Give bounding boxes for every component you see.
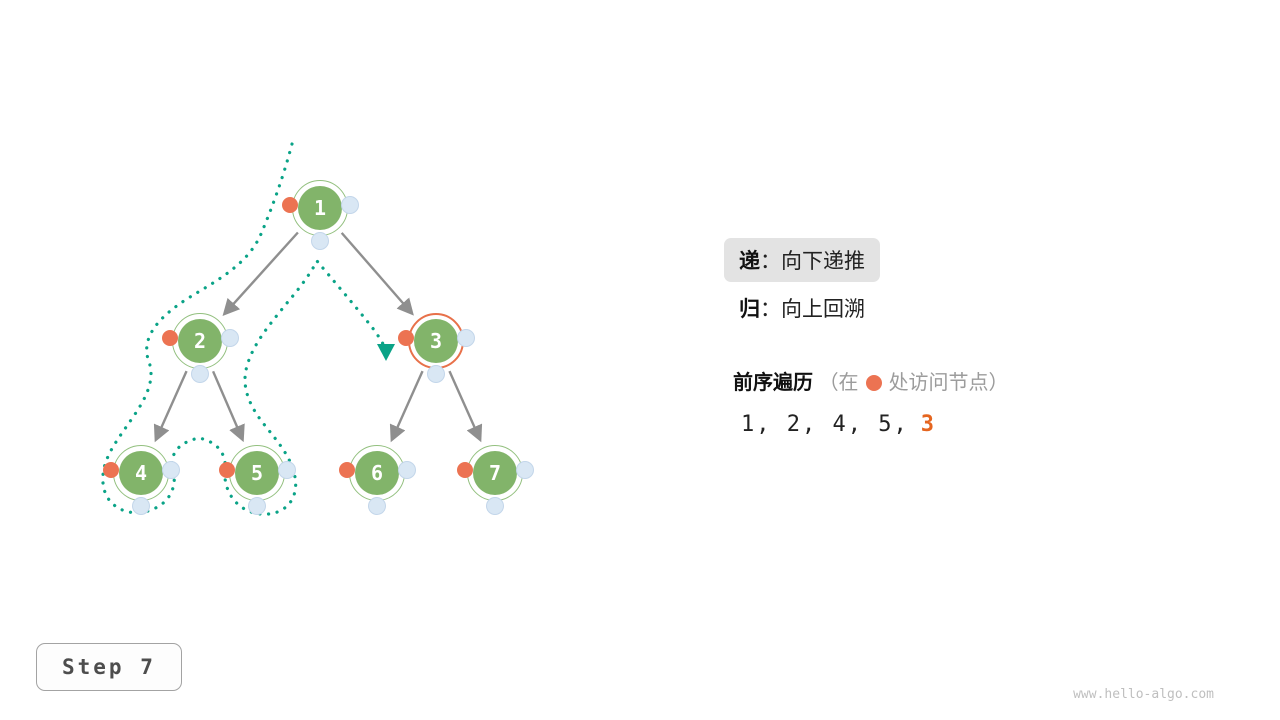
traversal-sequence: 1, 2, 4, 5, 3	[741, 412, 936, 437]
node-label: 4	[119, 451, 163, 495]
preorder-dot-icon	[219, 462, 235, 478]
postorder-dot-icon	[457, 329, 475, 347]
inorder-dot-icon	[427, 365, 445, 383]
current-pointer-icon	[377, 344, 395, 361]
step-badge: Step 7	[36, 643, 182, 691]
traversal-note-open: （在	[818, 372, 859, 394]
tree-node-6: 6	[339, 445, 416, 515]
tree-node-2: 2	[162, 313, 239, 383]
tree-node-4: 4	[103, 445, 180, 515]
tree-node-3: 3	[398, 313, 475, 383]
node-label: 7	[473, 451, 517, 495]
tree-edge-2-5	[211, 370, 245, 443]
node-label: 3	[414, 319, 458, 363]
tree-node-7: 7	[457, 445, 534, 515]
inorder-dot-icon	[311, 232, 329, 250]
tree-edge-1-2	[222, 231, 299, 317]
postorder-dot-icon	[398, 461, 416, 479]
tree-node-5: 5	[219, 445, 296, 515]
postorder-dot-icon	[516, 461, 534, 479]
traversal-caption: 前序遍历 （在 处访问节点）	[733, 366, 1009, 395]
return-term: 归	[739, 298, 760, 321]
recurse-text: ：向下递推	[760, 250, 865, 273]
postorder-dot-icon	[278, 461, 296, 479]
inorder-dot-icon	[132, 497, 150, 515]
tree-node-1: 1	[282, 180, 359, 250]
preorder-dot-icon	[457, 462, 473, 478]
traversal-path	[101, 142, 388, 516]
postorder-dot-icon	[162, 461, 180, 479]
tree-edges	[153, 231, 483, 443]
inorder-dot-icon	[191, 365, 209, 383]
tree-edge-2-4	[153, 370, 188, 443]
inorder-dot-icon	[486, 497, 504, 515]
return-text: ：向上回溯	[760, 298, 865, 321]
postorder-dot-icon	[341, 196, 359, 214]
recurse-term: 递	[739, 250, 760, 273]
preorder-dot-icon	[282, 197, 298, 213]
tree-edge-3-7	[448, 370, 483, 443]
postorder-dot-icon	[221, 329, 239, 347]
preorder-dot-icon	[398, 330, 414, 346]
visit-marker-icon	[865, 375, 882, 391]
preorder-dot-icon	[103, 462, 119, 478]
node-label: 6	[355, 451, 399, 495]
watermark: www.hello-algo.com	[1073, 687, 1214, 702]
traversal-title: 前序遍历	[733, 372, 813, 394]
inorder-dot-icon	[368, 497, 386, 515]
sequence-current: 3	[920, 412, 936, 437]
node-label: 1	[298, 186, 342, 230]
tree-edge-1-3	[340, 232, 414, 316]
sequence-visited: 1, 2, 4, 5,	[741, 412, 909, 437]
node-label: 5	[235, 451, 279, 495]
recurse-legend: 递：向下递推	[724, 238, 880, 282]
return-legend: 归：向上回溯	[739, 293, 865, 323]
traversal-note-close: 处访问节点）	[888, 372, 1009, 394]
inorder-dot-icon	[248, 497, 266, 515]
node-label: 2	[178, 319, 222, 363]
preorder-dot-icon	[339, 462, 355, 478]
tree-edge-3-6	[389, 370, 424, 443]
preorder-dot-icon	[162, 330, 178, 346]
